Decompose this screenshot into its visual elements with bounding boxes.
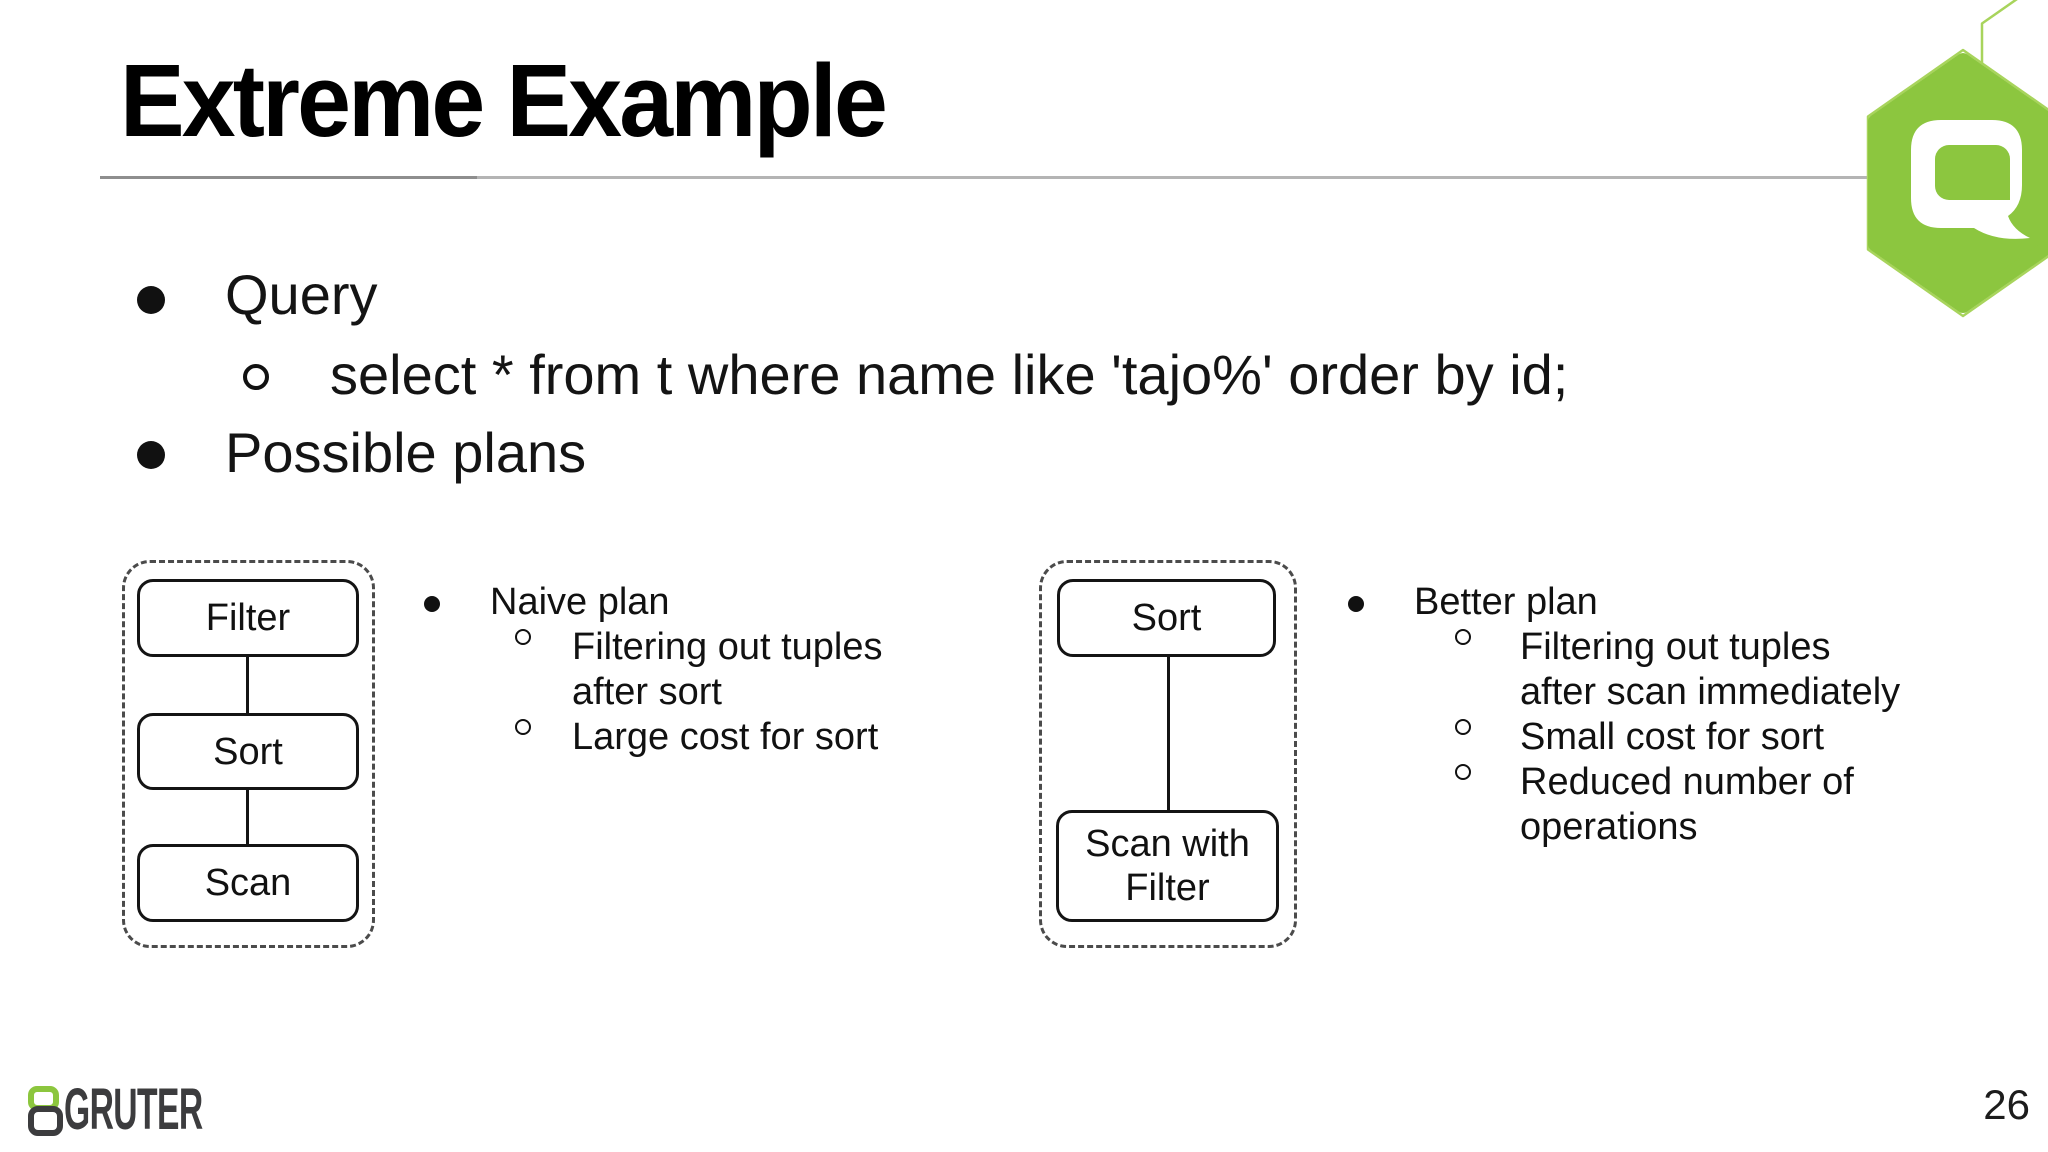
bullet-circle-icon <box>243 364 269 390</box>
bullet-circle-icon <box>1455 629 1471 645</box>
list-item: Large cost for sort <box>515 715 975 760</box>
tajo-hexagon-logo-icon <box>1866 0 2048 318</box>
node-sort-better: Sort <box>1057 579 1276 657</box>
list-item-text: after sort <box>572 671 722 713</box>
connector-line <box>246 657 249 713</box>
title-divider <box>100 176 2048 179</box>
bullet-possible-plans: Possible plans <box>225 421 587 484</box>
naive-plan-frame <box>122 560 375 948</box>
list-item: Filtering out tuples after sort <box>515 625 975 715</box>
bullet-dot-icon <box>137 441 165 469</box>
list-item-text: Filtering out tuples <box>572 626 883 668</box>
list-item-text: Filtering out tuples <box>1520 626 1831 668</box>
better-plan-list: Filtering out tuples after scan immediat… <box>1455 625 1965 850</box>
bullet-circle-icon <box>1455 764 1471 780</box>
bullet-dot-icon <box>137 286 165 314</box>
bullet-query-sql: select * from t where name like 'tajo%' … <box>330 343 1569 406</box>
connector-line <box>1167 657 1170 810</box>
node-scan-with-filter: Scan with Filter <box>1056 810 1279 922</box>
better-plan-frame <box>1039 560 1297 948</box>
bullet-query: Query <box>225 263 378 326</box>
node-sort: Sort <box>137 713 359 790</box>
gruter-brand-text: GRUTER <box>64 1077 203 1142</box>
list-item-text: Large cost for sort <box>572 716 879 758</box>
list-item: Reduced number of operations <box>1455 760 1965 850</box>
naive-plan-title: Naive plan <box>490 581 670 623</box>
bullet-circle-icon <box>515 629 531 645</box>
list-item-text: Reduced number of <box>1520 761 1854 803</box>
node-filter: Filter <box>137 579 359 657</box>
bullet-dot-icon <box>424 596 440 612</box>
node-scan: Scan <box>137 844 359 922</box>
list-item-text: operations <box>1520 806 1698 848</box>
page-title: Extreme Example <box>120 43 888 158</box>
naive-plan-list: Filtering out tuples after sort Large co… <box>515 625 975 760</box>
list-item: Filtering out tuples after scan immediat… <box>1455 625 1965 715</box>
list-item: Small cost for sort <box>1455 715 1965 760</box>
bullet-circle-icon <box>515 719 531 735</box>
page-number: 26 <box>1983 1081 2030 1128</box>
connector-line <box>246 790 249 844</box>
better-plan-title: Better plan <box>1414 581 1598 623</box>
gruter-logo-dark-ring <box>28 1106 63 1136</box>
list-item-text: Small cost for sort <box>1520 716 1825 758</box>
list-item-text: after scan immediately <box>1520 671 1901 713</box>
bullet-circle-icon <box>1455 719 1471 735</box>
bullet-dot-icon <box>1348 596 1364 612</box>
